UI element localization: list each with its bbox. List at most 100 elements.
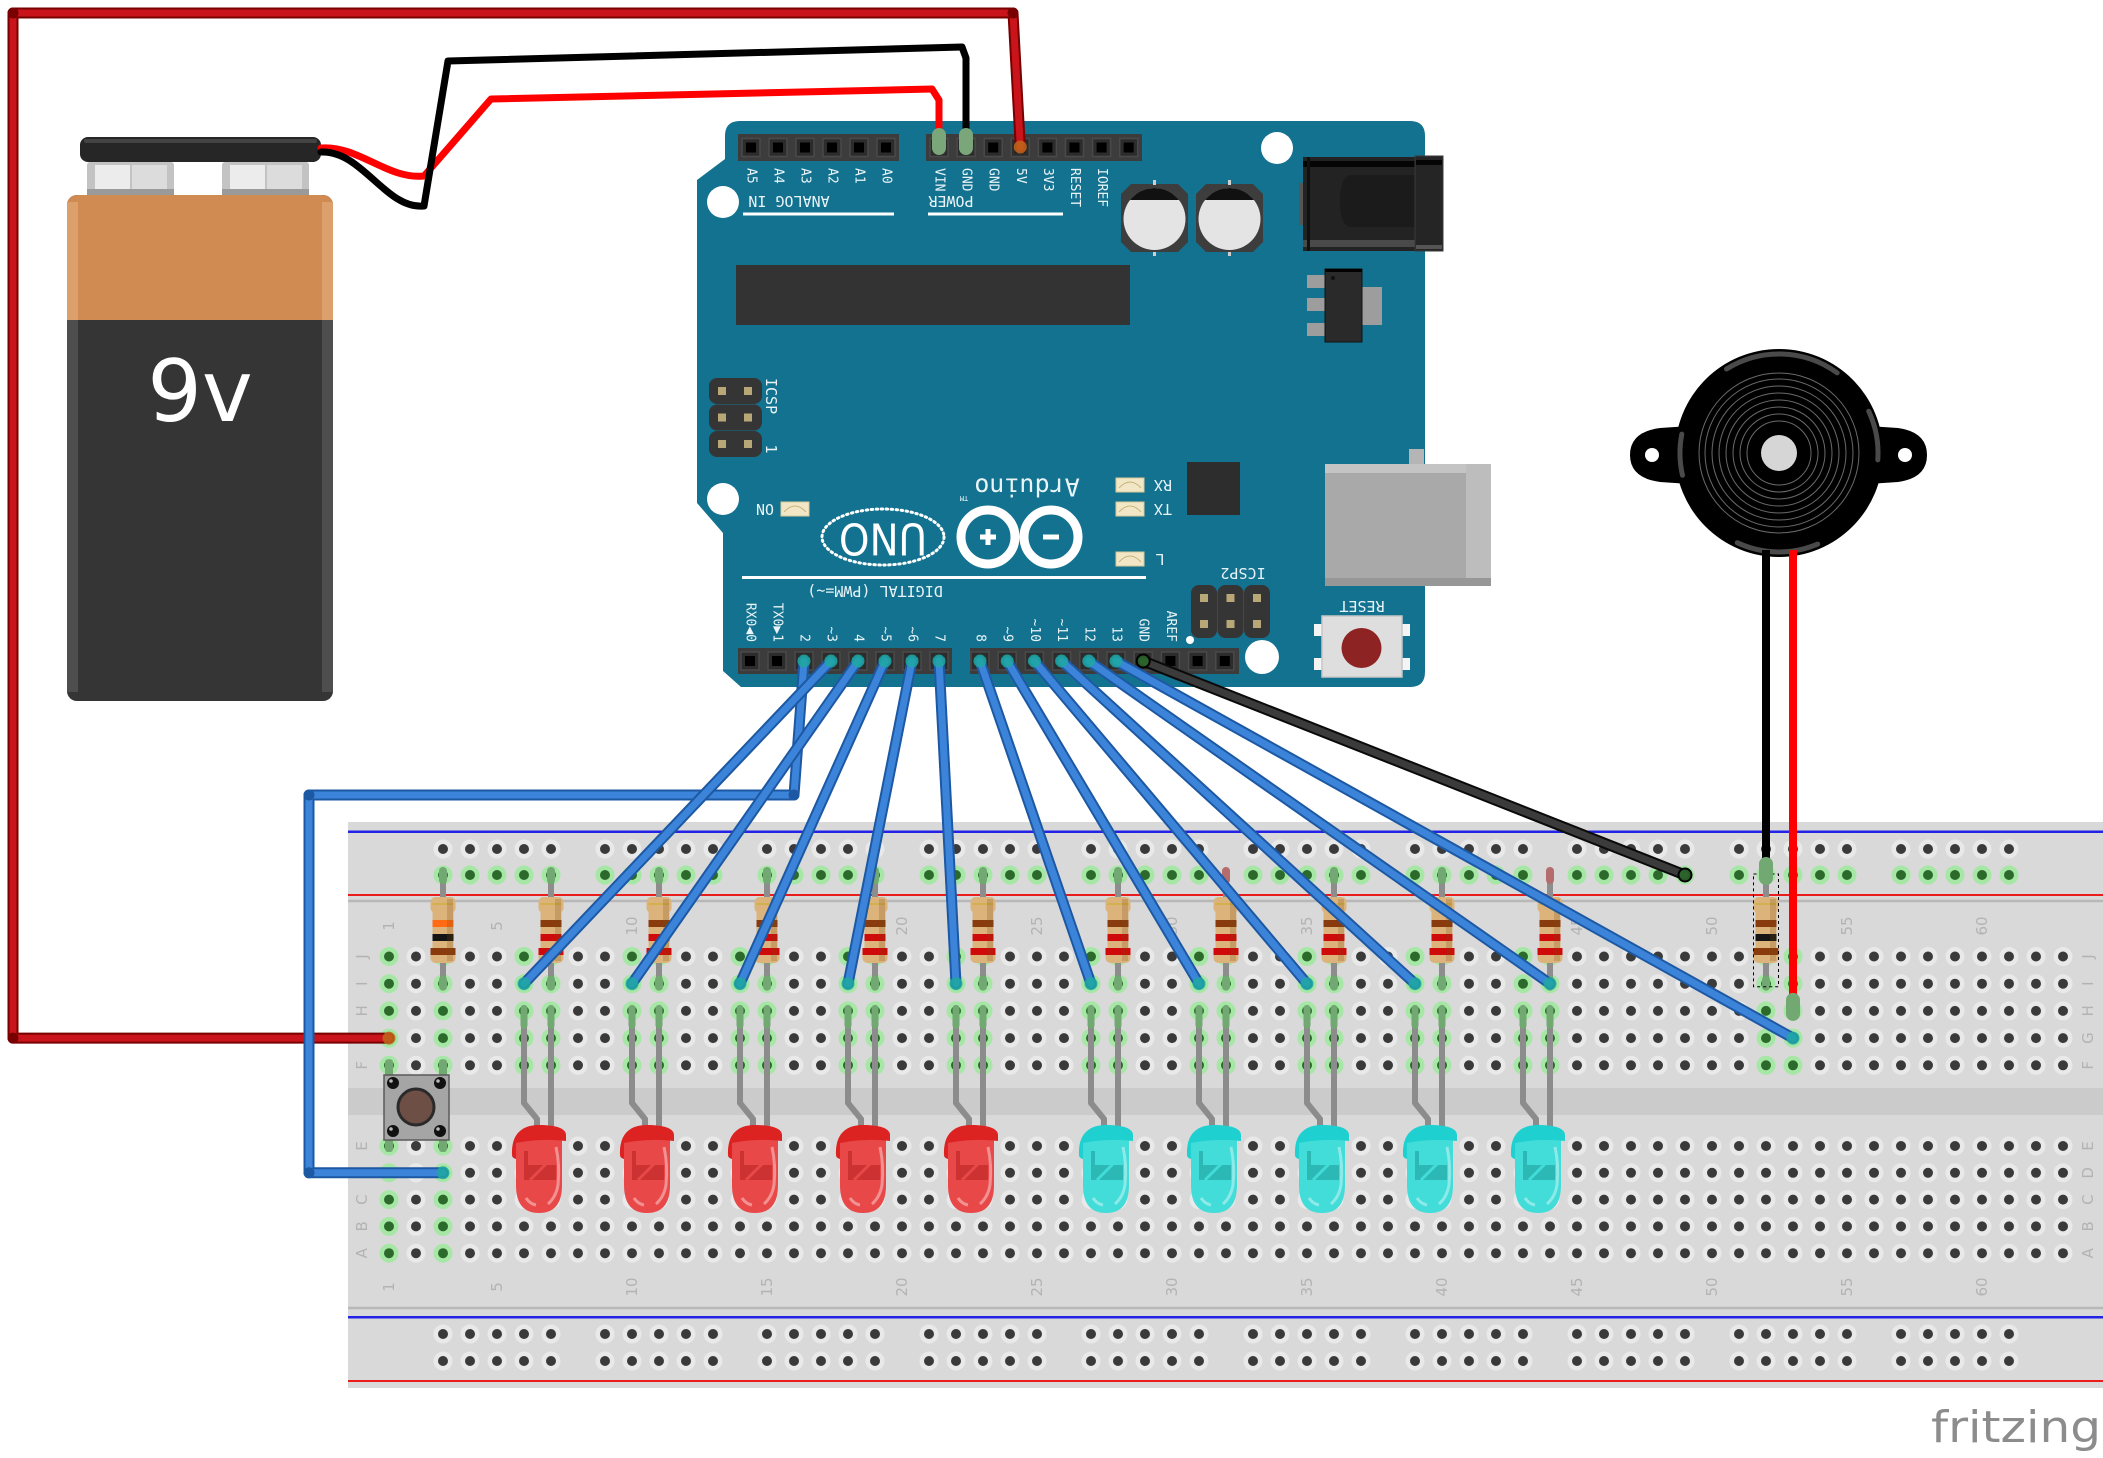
breadboard-hole[interactable] xyxy=(1729,974,1749,994)
wire-d8-to-i27[interactable] xyxy=(973,654,1098,991)
breadboard-hole[interactable] xyxy=(1756,1324,1776,1344)
breadboard-hole[interactable] xyxy=(622,947,642,966)
breadboard-hole[interactable] xyxy=(1891,974,1911,994)
breadboard-hole[interactable] xyxy=(1513,1216,1533,1236)
breadboard-hole[interactable] xyxy=(1027,947,1047,966)
breadboard-hole[interactable] xyxy=(703,974,723,994)
breadboard-hole[interactable] xyxy=(1567,1163,1587,1183)
breadboard-hole[interactable] xyxy=(460,865,480,885)
breadboard-hole[interactable] xyxy=(1729,1243,1749,1263)
breadboard-hole[interactable] xyxy=(811,1001,831,1021)
header-pin[interactable] xyxy=(849,137,869,158)
breadboard-hole[interactable] xyxy=(1999,1190,2019,1210)
breadboard-hole[interactable] xyxy=(1162,1136,1182,1156)
breadboard-hole[interactable] xyxy=(811,974,831,994)
wire-end[interactable] xyxy=(1786,1031,1800,1045)
breadboard-hole[interactable] xyxy=(973,1324,993,1344)
breadboard-hole[interactable] xyxy=(379,947,399,966)
wire-end[interactable] xyxy=(1677,867,1693,883)
breadboard-hole[interactable] xyxy=(1891,1243,1911,1263)
breadboard-hole[interactable] xyxy=(1972,865,1992,885)
breadboard-hole[interactable] xyxy=(1567,839,1587,859)
breadboard-hole[interactable] xyxy=(1729,1055,1749,1075)
breadboard-hole[interactable] xyxy=(676,865,696,885)
breadboard-hole[interactable] xyxy=(1648,1351,1668,1371)
breadboard-hole[interactable] xyxy=(1945,1001,1965,1021)
breadboard-hole[interactable] xyxy=(1270,1351,1290,1371)
breadboard-hole[interactable] xyxy=(1432,1351,1452,1371)
breadboard-hole[interactable] xyxy=(1702,1001,1722,1021)
breadboard-hole[interactable] xyxy=(595,974,615,994)
breadboard-hole[interactable] xyxy=(460,1243,480,1263)
wire-end[interactable] xyxy=(841,977,855,991)
breadboard-hole[interactable] xyxy=(1324,1324,1344,1344)
breadboard-hole[interactable] xyxy=(1621,1163,1641,1183)
breadboard-hole[interactable] xyxy=(595,1243,615,1263)
breadboard-hole[interactable] xyxy=(487,1163,507,1183)
breadboard-hole[interactable] xyxy=(1270,1163,1290,1183)
breadboard-hole[interactable] xyxy=(1918,974,1938,994)
breadboard-hole[interactable] xyxy=(1567,1001,1587,1021)
breadboard-hole[interactable] xyxy=(1972,1163,1992,1183)
breadboard-hole[interactable] xyxy=(973,1351,993,1371)
header-pin[interactable] xyxy=(1064,137,1085,158)
wire-5v-to-g1[interactable] xyxy=(7,7,1027,1045)
breadboard-hole[interactable] xyxy=(1648,1243,1668,1263)
breadboard-hole[interactable] xyxy=(1837,1028,1857,1048)
breadboard-hole[interactable] xyxy=(1324,1243,1344,1263)
breadboard-hole[interactable] xyxy=(1675,839,1695,859)
breadboard-hole[interactable] xyxy=(1864,1216,1884,1236)
breadboard-hole[interactable] xyxy=(1351,1243,1371,1263)
breadboard-hole[interactable] xyxy=(2053,1190,2073,1210)
breadboard-hole[interactable] xyxy=(1918,1001,1938,1021)
breadboard-hole[interactable] xyxy=(1945,947,1965,966)
battery-lead-positive[interactable] xyxy=(317,85,946,180)
breadboard-hole[interactable] xyxy=(1162,839,1182,859)
breadboard-hole[interactable] xyxy=(1810,947,1830,966)
breadboard-hole[interactable] xyxy=(1270,1001,1290,1021)
breadboard-hole[interactable] xyxy=(919,947,939,966)
breadboard-hole[interactable] xyxy=(1162,1028,1182,1048)
wire-d13-to-g53[interactable] xyxy=(1109,654,1800,1045)
breadboard-hole[interactable] xyxy=(1891,1136,1911,1156)
breadboard-hole[interactable] xyxy=(973,1243,993,1263)
breadboard-hole[interactable] xyxy=(1837,947,1857,966)
breadboard-hole[interactable] xyxy=(2053,1055,2073,1075)
breadboard-hole[interactable] xyxy=(2026,947,2046,966)
header-pin[interactable] xyxy=(767,651,787,671)
wire-end[interactable] xyxy=(1408,977,1422,991)
breadboard-hole[interactable] xyxy=(1000,947,1020,966)
breadboard-hole[interactable] xyxy=(2053,1136,2073,1156)
breadboard-hole[interactable] xyxy=(1918,1243,1938,1263)
breadboard-hole[interactable] xyxy=(1000,1324,1020,1344)
breadboard-hole[interactable] xyxy=(1108,1243,1128,1263)
breadboard-hole[interactable] xyxy=(703,1163,723,1183)
wire-d4-to-i10[interactable] xyxy=(625,654,865,991)
breadboard-hole[interactable] xyxy=(379,1216,399,1236)
breadboard-hole[interactable] xyxy=(1702,947,1722,966)
breadboard-hole[interactable] xyxy=(2026,1028,2046,1048)
wire-d6-to-i18[interactable] xyxy=(841,654,919,991)
breadboard-hole[interactable] xyxy=(595,1136,615,1156)
breadboard-hole[interactable] xyxy=(811,865,831,885)
breadboard-hole[interactable] xyxy=(1216,1216,1236,1236)
breadboard-hole[interactable] xyxy=(1027,1163,1047,1183)
breadboard-hole[interactable] xyxy=(1351,865,1371,885)
breadboard-hole[interactable] xyxy=(1405,1324,1425,1344)
buzzer-lead-red[interactable] xyxy=(1786,550,1800,1021)
breadboard-hole[interactable] xyxy=(865,1243,885,1263)
breadboard-hole[interactable] xyxy=(1945,839,1965,859)
breadboard-hole[interactable] xyxy=(811,1136,831,1156)
breadboard-hole[interactable] xyxy=(1243,1001,1263,1021)
breadboard-hole[interactable] xyxy=(1837,974,1857,994)
breadboard-hole[interactable] xyxy=(1351,1001,1371,1021)
breadboard-hole[interactable] xyxy=(1891,865,1911,885)
breadboard-hole[interactable] xyxy=(1486,1136,1506,1156)
arduino-uno[interactable]: ANALOG IN POWER xyxy=(697,121,1491,687)
breadboard-hole[interactable] xyxy=(1810,1163,1830,1183)
breadboard-hole[interactable] xyxy=(1054,1001,1074,1021)
breadboard-hole[interactable] xyxy=(1243,1163,1263,1183)
breadboard-hole[interactable] xyxy=(1459,1190,1479,1210)
breadboard-hole[interactable] xyxy=(1378,1216,1398,1236)
breadboard-hole[interactable] xyxy=(568,974,588,994)
